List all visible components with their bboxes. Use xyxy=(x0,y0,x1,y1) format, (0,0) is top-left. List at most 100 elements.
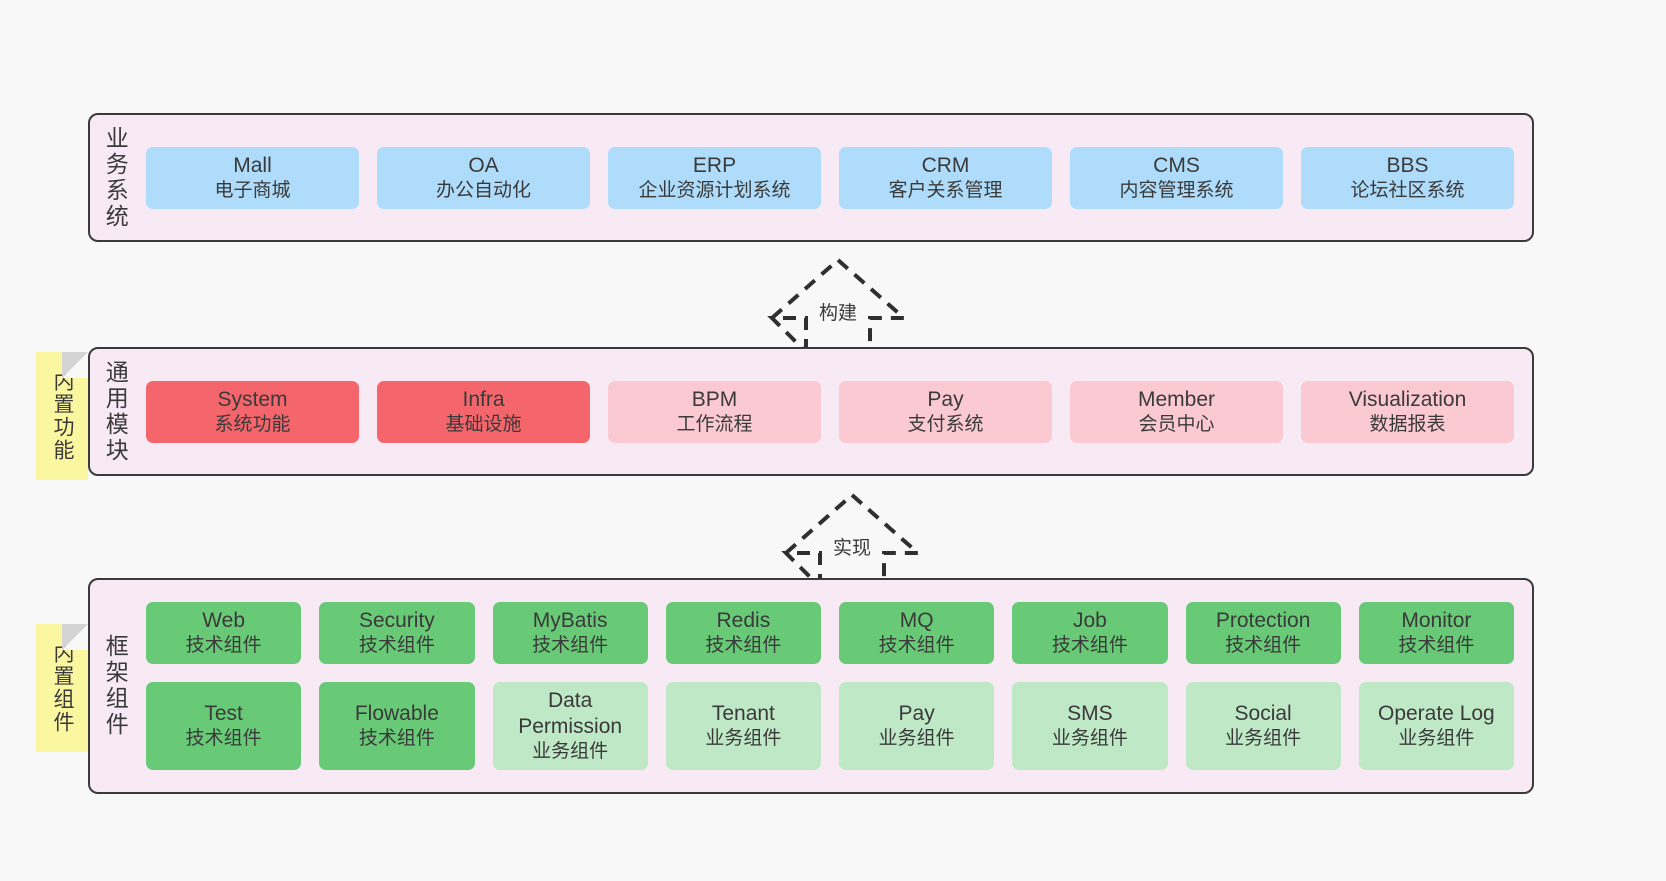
box-subtitle: 技术组件 xyxy=(532,635,609,657)
box-subtitle: 业务组件 xyxy=(1225,728,1302,750)
box-subtitle: 论坛社区系统 xyxy=(1350,179,1465,201)
box-subtitle: 技术组件 xyxy=(705,635,782,657)
layer-business-title: 业务系统 xyxy=(102,125,129,230)
box-subtitle: 办公自动化 xyxy=(435,179,531,201)
box-title: System xyxy=(217,387,288,411)
box-title: Infra xyxy=(462,387,505,411)
connector-implement: 实现 xyxy=(762,487,942,592)
box-title: SMS xyxy=(1067,702,1113,725)
note-builtin-components: 内置组件 xyxy=(36,624,88,752)
box-framework-monitor[interactable]: Monitor 技术组件 xyxy=(1358,601,1514,664)
note-builtin-components-label: 内置组件 xyxy=(51,642,74,734)
box-framework-web[interactable]: Web 技术组件 xyxy=(146,601,302,664)
box-title: Monitor xyxy=(1401,608,1472,632)
box-subtitle: 技术组件 xyxy=(358,728,435,750)
box-title: Visualization xyxy=(1348,387,1467,411)
box-subtitle: 技术组件 xyxy=(185,728,262,750)
box-title: Flowable xyxy=(354,702,439,725)
box-title: Test xyxy=(204,702,243,725)
box-subtitle: 技术组件 xyxy=(878,635,955,657)
connector-implement-label: 实现 xyxy=(832,538,872,559)
box-subtitle: 技术组件 xyxy=(1398,635,1475,657)
box-subtitle: 技术组件 xyxy=(185,635,262,657)
box-title: MyBatis xyxy=(532,608,608,632)
box-title: CRM xyxy=(921,153,970,177)
box-title: Operate Log xyxy=(1377,702,1495,725)
box-framework-job[interactable]: Job 技术组件 xyxy=(1012,601,1168,664)
box-subtitle: 基础设施 xyxy=(445,413,522,435)
box-subtitle: 企业资源计划系统 xyxy=(638,179,791,201)
note-builtin-features-label: 内置功能 xyxy=(51,370,74,462)
box-framework-sms[interactable]: SMS 业务组件 xyxy=(1012,681,1168,771)
box-title: Redis xyxy=(716,608,771,632)
box-title: Pay xyxy=(898,702,935,725)
box-subtitle: 技术组件 xyxy=(1051,635,1128,657)
box-subtitle: 客户关系管理 xyxy=(888,179,1003,201)
box-subtitle: 会员中心 xyxy=(1138,413,1215,435)
box-subtitle: 技术组件 xyxy=(358,635,435,657)
box-subtitle: 内容管理系统 xyxy=(1119,179,1234,201)
box-subtitle: 工作流程 xyxy=(676,413,753,435)
box-title: Web xyxy=(202,608,246,632)
box-framework-mybatis[interactable]: MyBatis 技术组件 xyxy=(492,601,648,664)
box-framework-mq[interactable]: MQ 技术组件 xyxy=(839,601,995,664)
box-title: OA xyxy=(468,153,499,177)
layer-common-title: 通用模块 xyxy=(102,359,129,464)
box-title: Job xyxy=(1072,608,1107,632)
box-title: Member xyxy=(1137,387,1216,411)
box-framework-pay[interactable]: Pay 业务组件 xyxy=(839,681,995,771)
box-framework-flowable[interactable]: Flowable 技术组件 xyxy=(319,681,475,771)
box-framework-security[interactable]: Security 技术组件 xyxy=(319,601,475,664)
box-framework-operate-log[interactable]: Operate Log 业务组件 xyxy=(1358,681,1514,771)
box-title: BBS xyxy=(1386,153,1429,177)
box-title: BPM xyxy=(691,387,738,411)
note-builtin-features: 内置功能 xyxy=(36,352,88,480)
box-subtitle: 业务组件 xyxy=(878,728,955,750)
box-subtitle: 业务组件 xyxy=(1398,728,1475,750)
box-title: Tenant xyxy=(711,702,775,725)
layer-framework-title: 框架组件 xyxy=(102,634,129,738)
box-subtitle: 支付系统 xyxy=(907,413,984,435)
box-framework-social[interactable]: Social 业务组件 xyxy=(1185,681,1341,771)
box-subtitle: 系统功能 xyxy=(214,413,291,435)
box-title: CMS xyxy=(1153,153,1200,177)
connector-build: 构建 xyxy=(748,252,928,357)
box-subtitle: 业务组件 xyxy=(532,741,609,763)
box-subtitle: 业务组件 xyxy=(1051,728,1128,750)
box-title: Protection xyxy=(1215,608,1311,632)
box-title: Mall xyxy=(233,153,272,177)
box-title: Data Permission xyxy=(518,688,623,739)
box-title: Security xyxy=(358,608,435,632)
box-subtitle: 数据报表 xyxy=(1369,413,1446,435)
box-title: Social xyxy=(1234,702,1292,725)
box-title: Pay xyxy=(927,387,964,411)
box-title: MQ xyxy=(899,608,934,632)
box-framework-test[interactable]: Test 技术组件 xyxy=(146,681,302,771)
box-framework-redis[interactable]: Redis 技术组件 xyxy=(665,601,821,664)
